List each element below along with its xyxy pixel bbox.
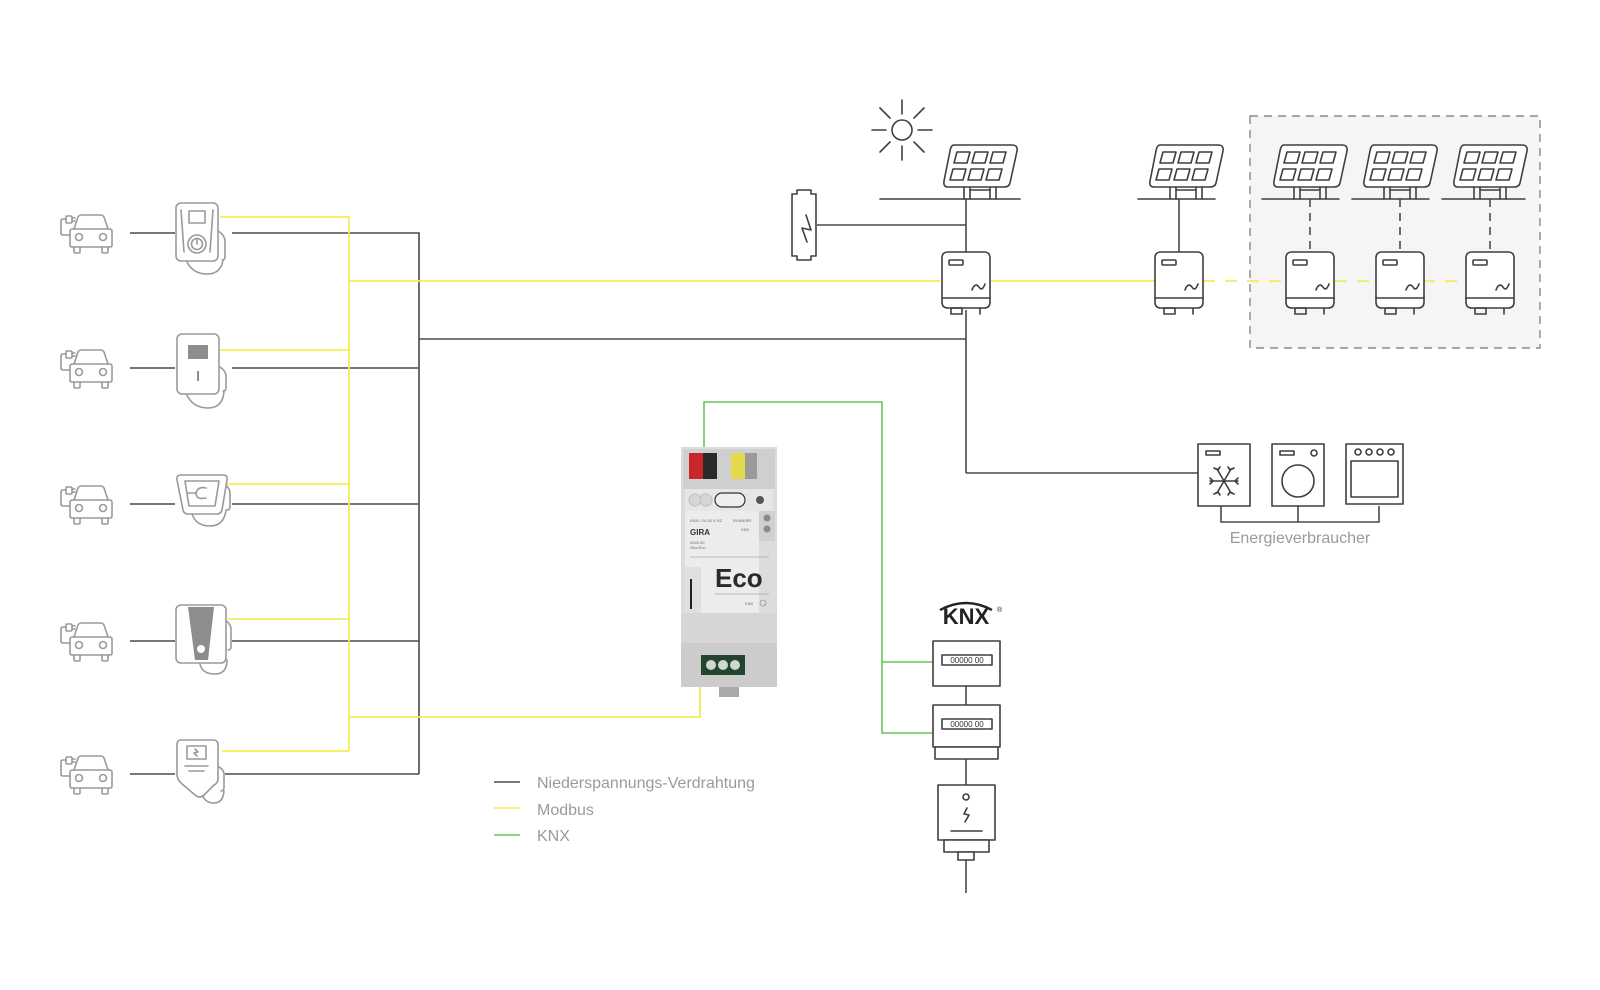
power-connector: [731, 453, 745, 479]
inverter-icon: [941, 251, 991, 315]
meter-reading: 00000 00: [950, 720, 984, 729]
gateway-model-number: 2045 00: [690, 540, 705, 545]
grid-connection-icon: [937, 784, 996, 861]
energy-meter-2: 00000 00: [932, 704, 1001, 760]
inverter-icon: [1154, 251, 1204, 315]
ev-car-icon: [60, 349, 113, 389]
ev-car-icon: [60, 214, 113, 254]
charging-station-lightning-icon: [176, 739, 225, 804]
gateway-knx-badge: KNX: [745, 601, 754, 606]
lv-wire-consumers-bracket: [1220, 506, 1380, 523]
knx-logo: KNX ®: [939, 601, 1003, 629]
ev-car-icon: [60, 622, 113, 662]
knx-wire-gateway: [703, 401, 933, 734]
inverter-icon: [1285, 251, 1335, 315]
mb-wire-charger-1: [220, 216, 350, 751]
legend: Niederspannungs-Verdrahtung Modbus KNX: [494, 775, 755, 845]
gateway-spec-text: KNX / 24-30 V DC: [690, 518, 723, 523]
legend-label: KNX: [537, 828, 570, 845]
sun-icon: [871, 99, 933, 161]
inverter-icon: [1375, 251, 1425, 315]
solar-panel-icon: [943, 144, 1018, 200]
gira-eco-gateway: KNX / 24-30 V DC RUN/ERR KNX GIRA 2045 0…: [681, 447, 777, 697]
ev-car-icon: [60, 755, 113, 795]
knx-connector: [689, 453, 703, 479]
low-voltage-wires: [130, 199, 1491, 893]
gateway-status-label: KNX: [741, 527, 750, 532]
gateway-product-label: Eco: [715, 563, 763, 593]
legend-item-low-voltage: Niederspannungs-Verdrahtung: [494, 775, 755, 792]
knx-registered-mark: ®: [997, 606, 1003, 614]
meter-reading: 00000 00: [950, 656, 984, 665]
mb-wire-to-gateway: [349, 648, 701, 718]
charging-station-panel-icon: [175, 604, 232, 675]
freezer-icon: [1197, 443, 1251, 507]
knx-wires: [703, 401, 933, 734]
programming-button: [714, 492, 746, 508]
status-led: [763, 514, 771, 522]
charging-station-display-icon: [176, 333, 227, 409]
inverter-icon: [1465, 251, 1515, 315]
battery-storage-icon: [791, 189, 817, 261]
ev-car-icon: [60, 485, 113, 525]
legend-label: Modbus: [537, 802, 594, 819]
charging-station-plug-icon: [176, 474, 231, 527]
gateway-status-label: RUN/ERR: [733, 518, 751, 523]
oven-icon: [1345, 443, 1404, 505]
status-led: [763, 525, 771, 533]
energy-meter-1: 00000 00: [932, 640, 1001, 687]
gateway-brand: GIRA: [690, 528, 710, 537]
gateway-model-name: Gira Eco: [690, 545, 706, 550]
lv-wire-charger-1: [232, 232, 420, 774]
consumers-label: Energieverbraucher: [1230, 530, 1371, 547]
legend-item-knx: KNX: [494, 828, 570, 845]
solar-panel-icon: [1149, 144, 1224, 200]
washing-machine-icon: [1271, 443, 1325, 507]
charging-station-power-icon: [175, 202, 226, 275]
legend-item-modbus: Modbus: [494, 802, 594, 819]
legend-label: Niederspannungs-Verdrahtung: [537, 775, 755, 792]
knx-logo-text: KNX: [943, 604, 990, 629]
